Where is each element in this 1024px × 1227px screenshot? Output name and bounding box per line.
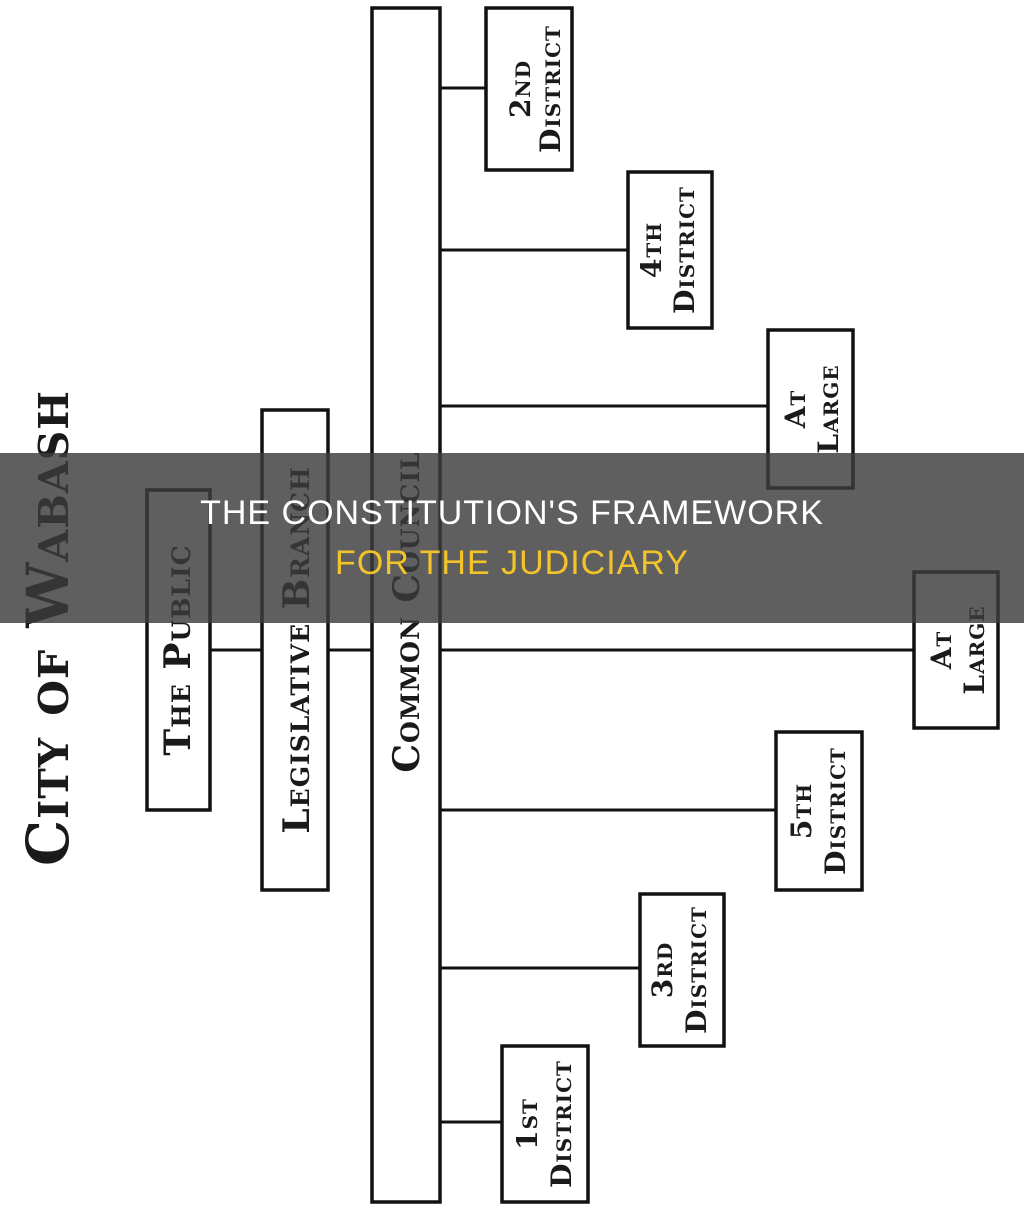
district-4-line2: District <box>668 186 701 314</box>
at-large-upper-line1: At <box>779 390 812 430</box>
banner-title-line2: For The Judiciary <box>335 544 689 582</box>
district-5-box <box>774 730 864 892</box>
district-3-box <box>638 892 726 1048</box>
district-5-line2: District <box>819 747 852 875</box>
district-1-line2: District <box>545 1060 578 1188</box>
at-large-lower-line1: At <box>925 631 958 671</box>
district-4-box <box>626 170 714 330</box>
district-5-line1: 5th <box>785 783 818 839</box>
title-banner: The Constitution's Framework For The Jud… <box>0 453 1024 623</box>
district-2-box <box>484 6 574 172</box>
district-1-line1: 1st <box>511 1098 544 1150</box>
district-2-line2: District <box>534 25 567 153</box>
district-3-line1: 3rd <box>646 942 679 998</box>
district-2-line1: 2nd <box>504 60 537 118</box>
banner-title-line1: The Constitution's Framework <box>200 494 824 532</box>
at-large-upper-line2: Large <box>812 364 845 453</box>
district-3-line2: District <box>680 906 713 1034</box>
district-1-box <box>500 1044 590 1204</box>
district-4-line1: 4th <box>635 222 668 278</box>
